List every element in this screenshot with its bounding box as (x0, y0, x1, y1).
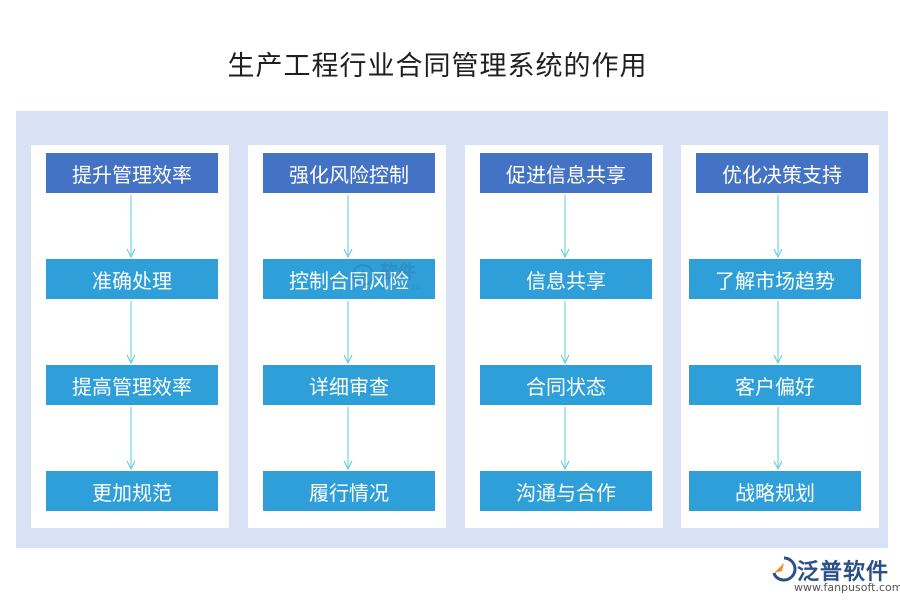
column-4-step-1: 了解市场趋势 (689, 259, 861, 299)
column-1: 提升管理效率 准确处理 提高管理效率 更加规范 (31, 145, 229, 528)
page-title: 生产工程行业合同管理系统的作用 (227, 51, 648, 82)
column-2-step-2: 详细审查 (263, 365, 435, 405)
column-2-step-3: 履行情况 (263, 471, 435, 511)
watermark: 软件 SOFTWARE (352, 258, 421, 291)
column-3-step-3: 沟通与合作 (480, 471, 652, 511)
column-1-arrows (126, 195, 136, 471)
brand-logo: 泛普软件 www.fanpusoft.com (770, 553, 900, 597)
column-4-header: 优化决策支持 (696, 153, 868, 193)
watermark-text: 软件 (380, 262, 416, 283)
column-1-header: 提升管理效率 (46, 153, 218, 193)
column-3-step-2: 合同状态 (480, 365, 652, 405)
column-1-step-2: 提高管理效率 (46, 365, 218, 405)
column-1-step-3: 更加规范 (46, 471, 218, 511)
column-2: 强化风险控制 控制合同风险 详细审查 履行情况 (248, 145, 446, 528)
brand-url: www.fanpusoft.com (794, 581, 900, 594)
watermark-logo-icon (352, 263, 374, 286)
brand-logo-icon (772, 556, 797, 582)
column-4: 优化决策支持 了解市场趋势 客户偏好 战略规划 (681, 145, 879, 528)
column-4-step-2: 客户偏好 (689, 365, 861, 405)
column-3-header: 促进信息共享 (480, 153, 652, 193)
column-4-arrows (773, 195, 783, 471)
column-3-step-1: 信息共享 (480, 259, 652, 299)
column-3-arrows (560, 195, 570, 471)
column-4-step-3: 战略规划 (689, 471, 861, 511)
column-2-step-1: 控制合同风险 (263, 259, 435, 299)
watermark-subtext: SOFTWARE (380, 284, 422, 291)
brand-name: 泛普软件 (797, 560, 890, 585)
column-2-header: 强化风险控制 (263, 153, 435, 193)
column-3: 促进信息共享 信息共享 合同状态 沟通与合作 (465, 145, 663, 528)
column-2-arrows (343, 195, 353, 471)
column-1-step-1: 准确处理 (46, 259, 218, 299)
